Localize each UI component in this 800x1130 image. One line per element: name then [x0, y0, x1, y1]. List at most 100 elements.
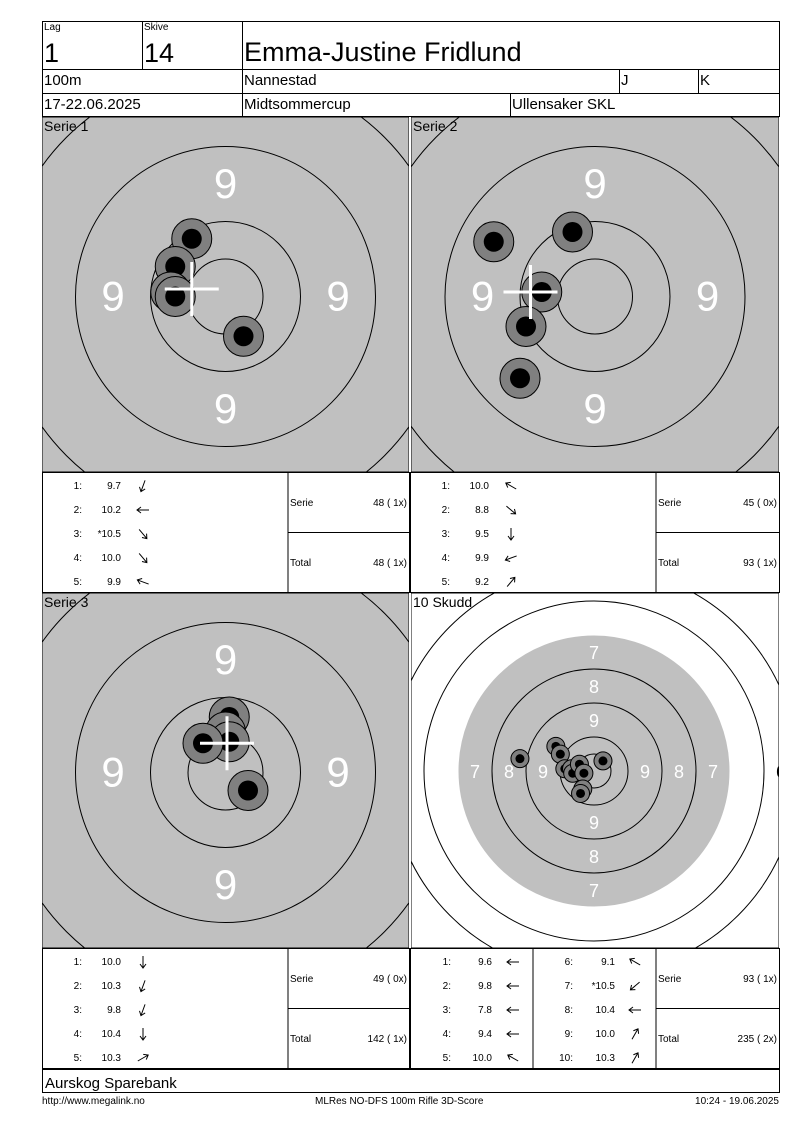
shot-number: 1:	[442, 481, 450, 492]
ring-number-label: 7	[708, 762, 718, 782]
target-ring	[75, 146, 376, 447]
shot-number: 5:	[443, 1053, 451, 1064]
serie-value: 49 ( 0x)	[373, 974, 407, 985]
serie-value: 93 ( 1x)	[743, 974, 777, 985]
shot-value: 8.8	[475, 505, 489, 516]
shot-number: 5:	[442, 577, 450, 588]
target-background	[42, 117, 409, 472]
shot-mark-center	[483, 231, 504, 252]
sponsor: Aurskog Sparebank	[45, 1075, 177, 1092]
shot-number: 2:	[443, 981, 451, 992]
shot-value: 9.9	[107, 577, 121, 588]
ring-number-label: 7	[470, 762, 480, 782]
club-cell: Ullensaker SKL	[510, 93, 780, 117]
ring-number-label: 8	[589, 847, 599, 867]
direction-arrow-icon	[139, 956, 147, 969]
shot-mark-center	[165, 256, 186, 277]
target-combined: 666677778888999910 Skudd	[411, 593, 779, 948]
black-area	[458, 635, 730, 907]
class-j-cell: J	[619, 69, 698, 93]
total-label: Total	[658, 558, 679, 569]
shot-mark-center	[555, 749, 565, 759]
direction-arrow-icon	[505, 481, 517, 490]
shot-number: 2:	[442, 505, 450, 516]
shot-number: 5:	[74, 1053, 82, 1064]
direction-arrow-icon	[136, 578, 149, 585]
total-label: Total	[290, 1034, 311, 1045]
shot-number: 7:	[565, 981, 573, 992]
shot-number: 1:	[443, 957, 451, 968]
direction-arrow-icon	[507, 1053, 519, 1062]
shot-number: 10:	[559, 1053, 573, 1064]
shot-number: 4:	[442, 553, 450, 564]
shot-value: 9.5	[475, 529, 489, 540]
distance-cell: 100m	[42, 69, 242, 93]
target-title: Serie 3	[44, 594, 89, 610]
lag-label: Lag	[44, 22, 61, 33]
serie-label: Serie	[658, 498, 682, 509]
shot-number: 4:	[74, 553, 82, 564]
ring-number-label: 9	[214, 385, 237, 432]
target-ring	[491, 668, 697, 874]
location-cell: Nannestad	[242, 69, 619, 93]
skive-value: 14	[144, 38, 175, 68]
shot-value: 10.0	[470, 481, 490, 492]
shooter-name: Emma-Justine Fridlund	[244, 37, 522, 67]
class-j: J	[621, 72, 629, 89]
club: Ullensaker SKL	[512, 96, 616, 113]
direction-arrow-icon	[506, 1030, 519, 1038]
direction-arrow-icon	[138, 553, 148, 564]
shot-mark-center	[562, 222, 583, 242]
total-value: 235 ( 2x)	[738, 1034, 777, 1045]
target-background	[411, 117, 779, 472]
shot-mark-center	[165, 286, 186, 307]
ring-number-label: 9	[538, 762, 548, 782]
footer-software: MLRes NO-DFS 100m Rifle 3D-Score	[315, 1096, 484, 1107]
ring-number-label: 6	[411, 762, 412, 782]
scores-combined: 1:9.62:9.83:7.84:9.45:10.06:9.17:*10.58:…	[410, 948, 780, 1069]
ring-number-label: 9	[589, 813, 599, 833]
shot-mark-center	[233, 326, 254, 347]
total-value: 142 ( 1x)	[368, 1034, 407, 1045]
ring-number-label: 9	[214, 861, 237, 908]
direction-arrow-icon	[628, 1006, 641, 1014]
direction-arrow-icon	[506, 1006, 519, 1014]
shot-mark-center	[576, 788, 586, 798]
shot-number: 9:	[565, 1029, 573, 1040]
target-ring	[457, 634, 731, 908]
shot-value: *10.5	[98, 529, 122, 540]
direction-arrow-icon	[137, 1053, 149, 1062]
footer-url[interactable]: http://www.megalink.no	[42, 1096, 145, 1107]
ring-number-label: 9	[214, 160, 237, 207]
ring-number-label: 9	[471, 273, 494, 320]
ring-number-label: 9	[640, 762, 650, 782]
direction-arrow-icon	[631, 1028, 640, 1040]
shot-value: 7.8	[478, 1005, 492, 1016]
shot-value: 9.9	[475, 553, 489, 564]
ring-number-label: 9	[101, 273, 124, 320]
target-ring	[423, 600, 765, 942]
ring-number-label: 9	[583, 385, 606, 432]
footer-timestamp: 10:24 - 19.06.2025	[695, 1096, 779, 1107]
shot-mark-center	[516, 316, 536, 337]
ring-number-label: 8	[504, 762, 514, 782]
shot-number: 1:	[74, 957, 82, 968]
target-title: Serie 2	[413, 118, 458, 134]
lag-value: 1	[44, 38, 60, 68]
target-ring	[519, 221, 671, 372]
total-label: Total	[290, 558, 311, 569]
ring-number-label: 9	[583, 160, 606, 207]
shot-value: 10.3	[102, 981, 122, 992]
ring-number-label: 9	[326, 273, 349, 320]
direction-arrow-icon	[506, 505, 517, 515]
shot-value: 9.8	[107, 1005, 121, 1016]
shooter-cell: Emma-Justine Fridlund	[242, 21, 780, 69]
shot-mark-center	[510, 368, 530, 389]
shot-value: 9.1	[601, 957, 615, 968]
shot-value: *10.5	[592, 981, 616, 992]
